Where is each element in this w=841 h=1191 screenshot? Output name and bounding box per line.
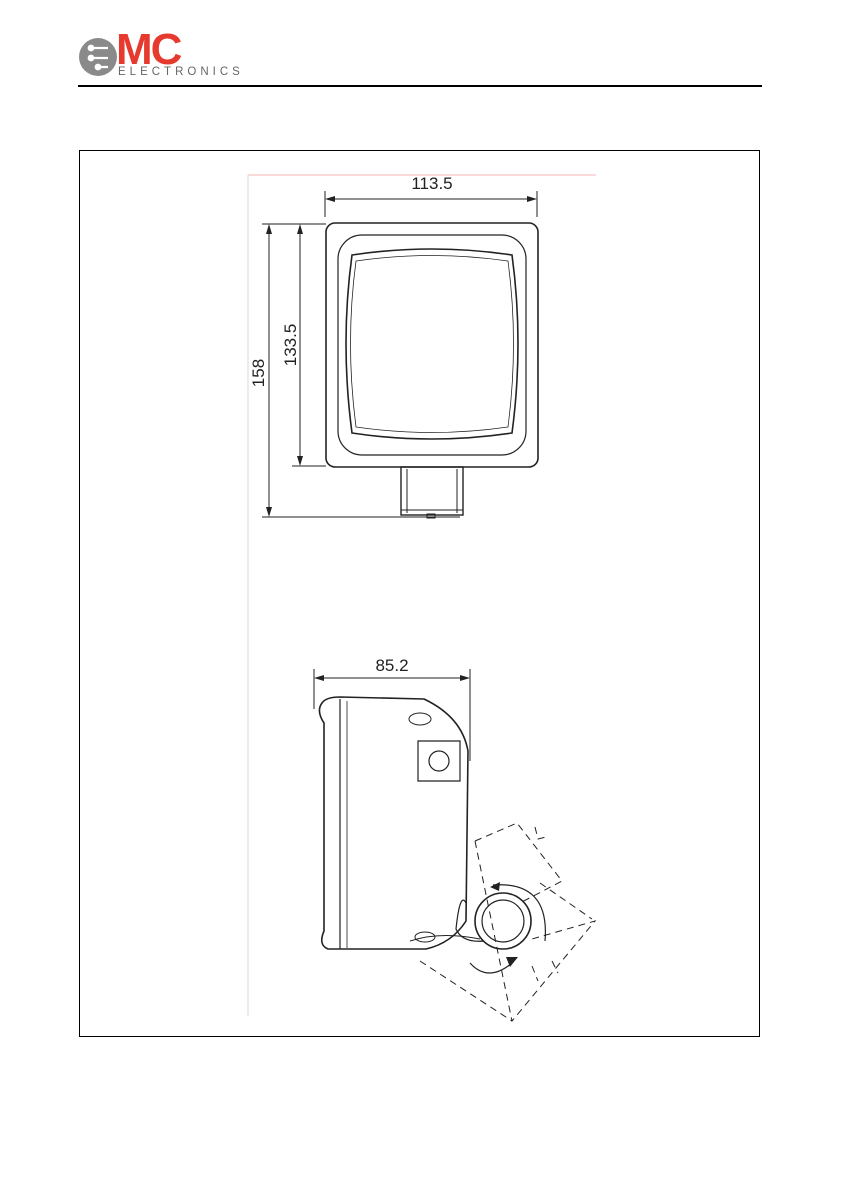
front-connector bbox=[401, 467, 463, 515]
depth-dimension-label: 85.2 bbox=[375, 656, 408, 675]
side-housing bbox=[319, 697, 468, 949]
side-view bbox=[314, 669, 595, 1021]
side-mount-upper bbox=[418, 741, 460, 781]
circuit-logo-icon bbox=[78, 34, 118, 80]
page-header: MC ELECTRONICS bbox=[0, 0, 841, 90]
rotation-range-lines bbox=[420, 823, 595, 1021]
front-housing bbox=[326, 223, 538, 467]
technical-drawing: 113.5 133.5 158 bbox=[80, 151, 759, 1036]
body-height-dimension-label: 133.5 bbox=[281, 324, 300, 367]
company-logo: MC ELECTRONICS bbox=[78, 34, 238, 84]
logo-subtitle: ELECTRONICS bbox=[118, 66, 244, 78]
header-rule bbox=[78, 85, 762, 87]
front-lens bbox=[346, 249, 518, 439]
front-bezel bbox=[338, 235, 526, 455]
front-view bbox=[262, 191, 538, 518]
total-height-dimension-label: 158 bbox=[249, 359, 268, 387]
drawing-frame: 113.5 133.5 158 bbox=[79, 150, 760, 1037]
width-dimension-label: 113.5 bbox=[411, 174, 452, 193]
